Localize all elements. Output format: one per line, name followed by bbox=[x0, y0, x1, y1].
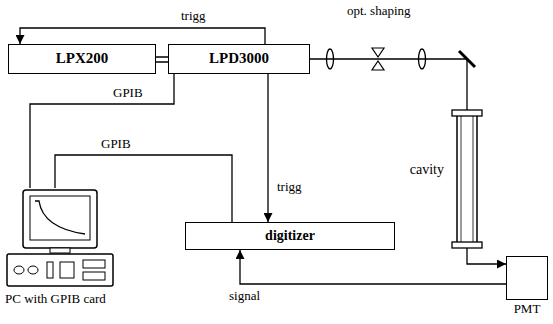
beam-line bbox=[156, 57, 168, 62]
wire-label: trigg bbox=[276, 180, 303, 195]
node-label: LPX200 bbox=[56, 50, 109, 67]
signal-wire bbox=[240, 250, 506, 284]
aperture-symbol bbox=[372, 48, 384, 57]
wire-label: GPIB bbox=[100, 137, 132, 152]
node-label: PMT bbox=[514, 302, 541, 317]
signal-wire bbox=[30, 74, 174, 188]
laser-box: LPX200 bbox=[8, 44, 156, 74]
digitizer-box: digitizer bbox=[185, 222, 395, 250]
node-label: LPD3000 bbox=[209, 50, 269, 67]
node-label: PC with GPIB card bbox=[5, 292, 106, 307]
pmt-box: PMT bbox=[506, 256, 548, 300]
signal-wire bbox=[20, 28, 265, 44]
node-label: cavity bbox=[410, 162, 444, 178]
computer-symbol bbox=[5, 188, 115, 290]
cavity-symbol bbox=[452, 110, 482, 248]
beam-line bbox=[310, 59, 467, 110]
aperture-symbol bbox=[372, 61, 384, 70]
signal-wire bbox=[267, 74, 268, 222]
wire-label: GPIB bbox=[112, 86, 144, 101]
wire-label: trigg bbox=[180, 9, 207, 24]
node-label: digitizer bbox=[265, 228, 315, 244]
beam-line bbox=[467, 248, 506, 264]
optics-label: opt. shaping bbox=[346, 4, 412, 19]
wire-label: signal bbox=[228, 289, 261, 304]
cavity-tube: cavity bbox=[452, 110, 482, 248]
computer: PC with GPIB card bbox=[5, 188, 115, 290]
laser-box: LPD3000 bbox=[168, 44, 310, 74]
